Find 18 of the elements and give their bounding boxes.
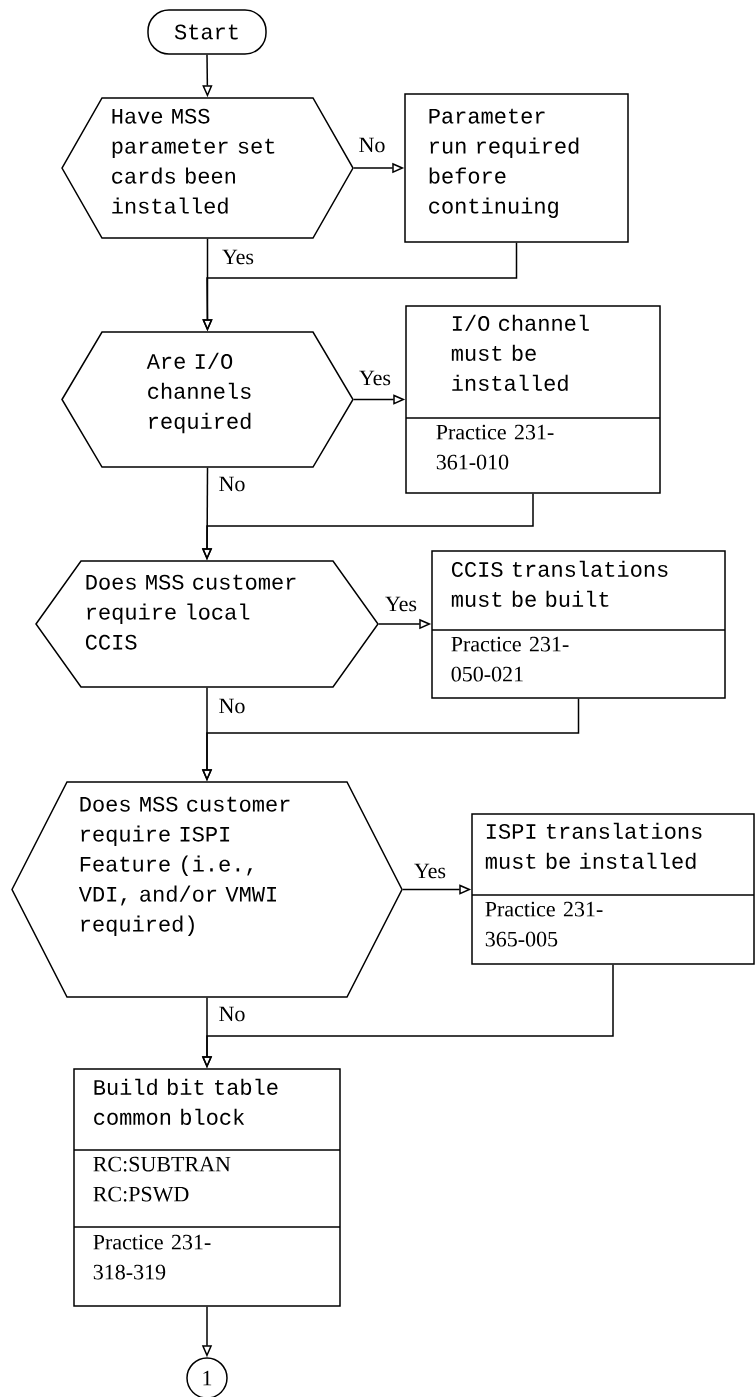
edge-label: Yes <box>384 595 418 613</box>
process-box: CCIS translations must be built Practice 231-050-021 <box>431 550 726 699</box>
process-box: Parameter run required before continuing <box>404 93 629 243</box>
decision-hexagon: Are I/O channels required <box>61 331 354 468</box>
process-box: ISPI translations must be installed Practice 231-365-005 <box>471 813 755 965</box>
edge-label: No <box>217 697 247 715</box>
decision-hexagon: Have MSS parameter set cards been installed <box>61 97 354 239</box>
start-terminal: Start <box>147 9 267 55</box>
decision-hexagon: Does MSS customer require ISPI Feature (i.e., VDI, and/or VMWI required) <box>11 781 403 998</box>
process-box: Build bit table common block RC:SUBTRAN RC:PSWD Practice 231-318-319 <box>73 1068 341 1307</box>
edge-label: Yes <box>221 248 255 266</box>
edge-label: No <box>357 136 387 154</box>
edge-label: Yes <box>358 369 392 387</box>
edge-label: Yes <box>413 862 447 880</box>
process-box: I/O channel must be installed Practice 231-361-010 <box>405 305 661 494</box>
edge-label: No <box>217 1005 247 1023</box>
edge-label: No <box>217 475 247 493</box>
decision-hexagon: Does MSS customer require local CCIS <box>35 560 379 688</box>
